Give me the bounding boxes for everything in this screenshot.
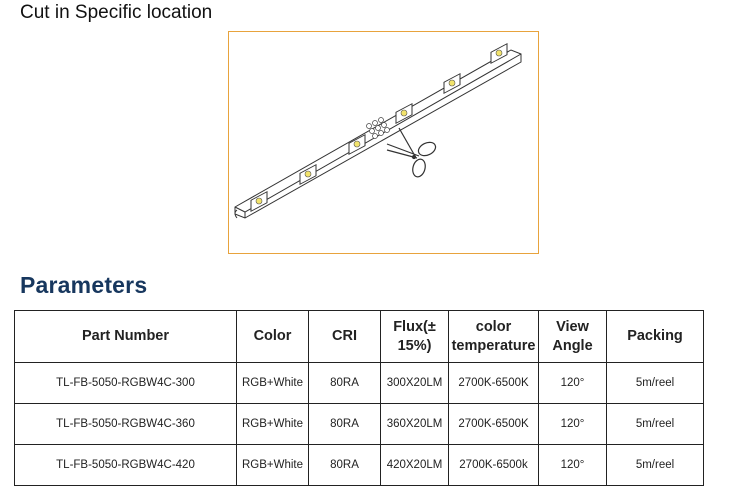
cri-cell: 80RA	[308, 403, 381, 445]
color-cell: RGB+White	[236, 362, 309, 404]
cri-cell: 80RA	[308, 362, 381, 404]
color-temperature-cell: 2700K-6500K	[448, 403, 539, 445]
parameters-title: Parameters	[20, 272, 148, 298]
scissors-icon	[386, 127, 437, 178]
header-part-number: Part Number	[14, 310, 237, 363]
view-angle-cell: 120°	[538, 403, 607, 445]
led-chip	[250, 190, 268, 213]
header-color-temperature-label: color temperature	[451, 318, 536, 354]
cri-cell: 80RA	[308, 444, 381, 486]
header-view-angle: View Angle	[538, 310, 607, 363]
packing-cell: 5m/reel	[606, 362, 704, 404]
color-cell: RGB+White	[236, 444, 309, 486]
view-angle-cell: 120°	[538, 444, 607, 486]
led-strip-illustration	[234, 42, 522, 219]
header-color-temperature: color temperature	[448, 310, 539, 363]
cut-section-title: Cut in Specific location	[20, 2, 213, 23]
header-flux-label: Flux(± 15%)	[393, 318, 436, 354]
header-color: Color	[236, 310, 309, 363]
led-chip	[395, 102, 413, 125]
table-row: TL-FB-5050-RGBW4C-300 RGB+White 80RA 300…	[14, 362, 704, 404]
led-chip	[348, 133, 366, 156]
led-chip	[490, 42, 508, 65]
cut-pads	[366, 117, 390, 139]
color-temperature-cell: 2700K-6500k	[448, 444, 539, 486]
packing-cell: 5m/reel	[606, 444, 704, 486]
led-chip	[299, 163, 317, 186]
led-chip	[443, 72, 461, 95]
led-strip-cut-figure	[228, 31, 539, 254]
parameters-table: Part Number Color CRI Flux(± 15%) color …	[14, 310, 704, 486]
table-row: TL-FB-5050-RGBW4C-360 RGB+White 80RA 360…	[14, 403, 704, 445]
header-flux: Flux(± 15%)	[380, 310, 449, 363]
color-cell: RGB+White	[236, 403, 309, 445]
part-number-cell: TL-FB-5050-RGBW4C-360	[14, 403, 237, 445]
flux-cell: 420X20LM	[380, 444, 449, 486]
color-temperature-cell: 2700K-6500K	[448, 362, 539, 404]
packing-cell: 5m/reel	[606, 403, 704, 445]
flux-cell: 300X20LM	[380, 362, 449, 404]
table-header-row: Part Number Color CRI Flux(± 15%) color …	[14, 310, 704, 363]
led-chips	[250, 42, 508, 213]
flux-cell: 360X20LM	[380, 403, 449, 445]
header-cri: CRI	[308, 310, 381, 363]
table-row: TL-FB-5050-RGBW4C-420 RGB+White 80RA 420…	[14, 444, 704, 486]
part-number-cell: TL-FB-5050-RGBW4C-420	[14, 444, 237, 486]
view-angle-cell: 120°	[538, 362, 607, 404]
part-number-cell: TL-FB-5050-RGBW4C-300	[14, 362, 237, 404]
header-packing: Packing	[606, 310, 704, 363]
